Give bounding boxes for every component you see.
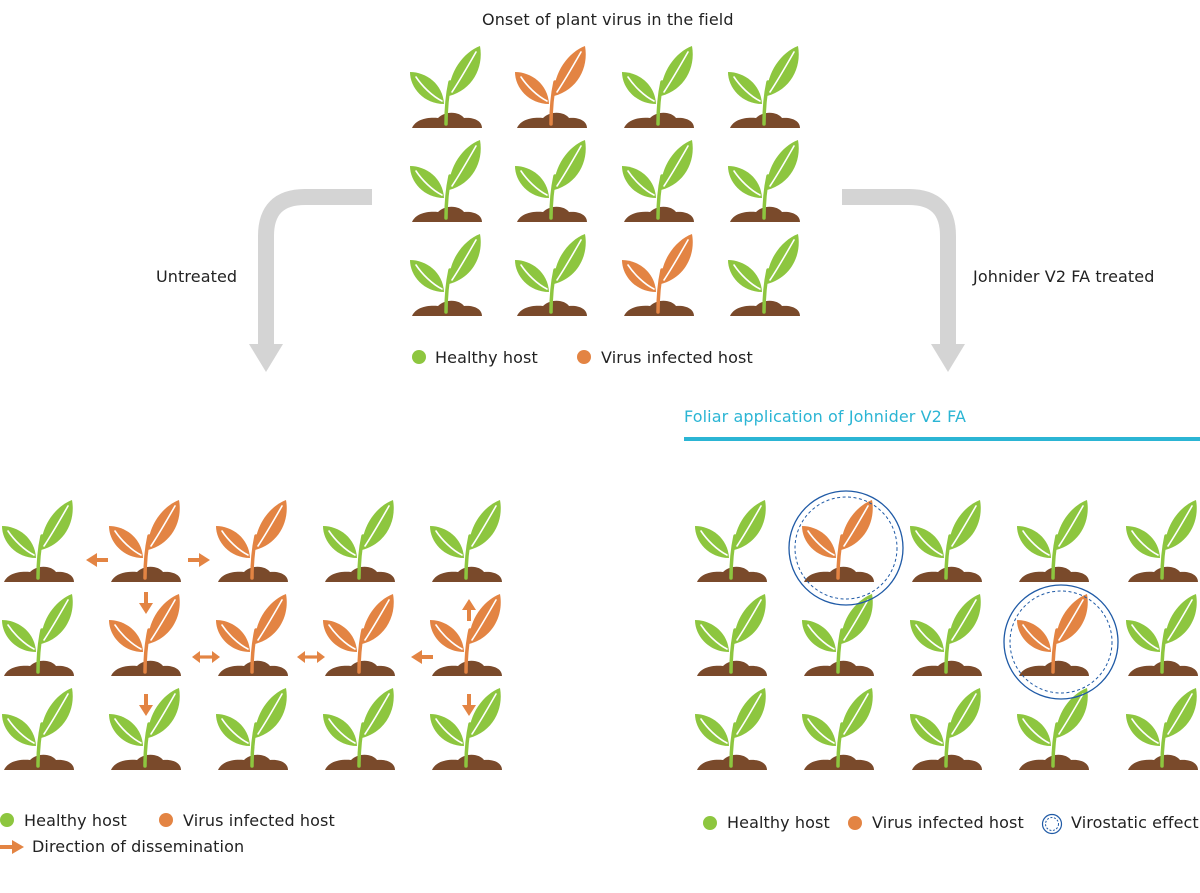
untreated-grid-plant-infected	[109, 500, 181, 582]
treated-branch-arrow	[842, 189, 965, 372]
untreated-grid-plant-infected	[430, 594, 502, 676]
healthy-legend-dot	[0, 813, 14, 827]
top-grid-plant-healthy	[410, 234, 482, 316]
healthy-legend-dot	[703, 816, 717, 830]
treated-grid-plant-healthy	[1126, 500, 1198, 582]
untreated-legend-healthy-label: Healthy host	[24, 811, 127, 830]
top-grid-plant-healthy	[410, 46, 482, 128]
top-grid-plant-healthy	[515, 234, 587, 316]
untreated-grid-plant-healthy	[323, 500, 395, 582]
top-grid-plant-healthy	[728, 234, 800, 316]
untreated-grid-plant-infected	[323, 594, 395, 676]
top-grid-plant-infected	[515, 46, 587, 128]
virostatic-ring-icon	[1041, 813, 1063, 835]
top-grid-plant-healthy	[622, 140, 694, 222]
treated-grid-plant-healthy	[1126, 594, 1198, 676]
top-grid-plant-healthy	[728, 140, 800, 222]
top-grid-plant-healthy	[622, 46, 694, 128]
untreated-grid-plant-healthy	[2, 500, 74, 582]
treated-grid-plant-healthy	[910, 500, 982, 582]
untreated-grid-plant-healthy	[2, 688, 74, 770]
top-grid-plant-infected	[622, 234, 694, 316]
untreated-grid-plant-healthy	[216, 688, 288, 770]
dissemination-arrow-bidirectional	[192, 651, 220, 663]
foliar-application-rule	[684, 437, 1200, 441]
top-grid-plant-healthy	[515, 140, 587, 222]
untreated-branch-arrow	[249, 189, 372, 372]
untreated-grid-plant-healthy	[323, 688, 395, 770]
treated-grid-plant-healthy	[910, 688, 982, 770]
treated-grid-plant-healthy	[1126, 688, 1198, 770]
treated-grid-plant-healthy	[695, 688, 767, 770]
treated-grid-plant-healthy	[695, 500, 767, 582]
untreated-grid-plant-infected	[216, 594, 288, 676]
dissemination-arrow	[139, 592, 153, 614]
treated-grid-plant-infected	[1017, 594, 1089, 676]
treated-grid-plant-healthy	[802, 594, 874, 676]
virostatic-ring	[788, 490, 904, 606]
infected-legend-dot	[577, 350, 591, 364]
untreated-grid-plant-infected	[109, 594, 181, 676]
untreated-grid-plant-healthy	[430, 688, 502, 770]
treated-branch-label: Johnider V2 FA treated	[973, 267, 1155, 286]
untreated-grid-plant-infected	[216, 500, 288, 582]
healthy-legend-dot	[412, 350, 426, 364]
treated-grid-plant-healthy	[1017, 688, 1089, 770]
treated-legend-infected-label: Virus infected host	[872, 813, 1024, 832]
treated-grid-plant-healthy	[802, 688, 874, 770]
untreated-grid-plant-healthy	[430, 500, 502, 582]
top-grid-plant-healthy	[728, 46, 800, 128]
dissemination-arrow	[462, 694, 476, 716]
untreated-legend-direction-label: Direction of dissemination	[32, 837, 245, 856]
dissemination-arrow-icon	[0, 840, 24, 854]
infected-legend-dot	[159, 813, 173, 827]
dissemination-arrow	[139, 694, 153, 716]
virostatic-ring	[1003, 584, 1119, 700]
dissemination-arrow	[188, 553, 210, 567]
foliar-application-heading: Foliar application of Johnider V2 FA	[684, 407, 967, 426]
dissemination-arrow	[462, 599, 476, 621]
dissemination-arrow	[411, 650, 433, 664]
untreated-grid-plant-healthy	[109, 688, 181, 770]
untreated-grid-plant-healthy	[2, 594, 74, 676]
treated-grid-plant-healthy	[910, 594, 982, 676]
treated-legend-virostatic-label: Virostatic effect	[1071, 813, 1199, 832]
top-legend-infected-label: Virus infected host	[601, 348, 753, 367]
treated-grid-plant-infected	[802, 500, 874, 582]
untreated-branch-label: Untreated	[156, 267, 238, 286]
diagram-title: Onset of plant virus in the field	[482, 10, 734, 29]
dissemination-arrow	[86, 553, 108, 567]
treated-grid-plant-healthy	[695, 594, 767, 676]
infected-legend-dot	[848, 816, 862, 830]
treated-legend-healthy-label: Healthy host	[727, 813, 830, 832]
top-grid-plant-healthy	[410, 140, 482, 222]
treated-grid-plant-healthy	[1017, 500, 1089, 582]
top-legend-healthy-label: Healthy host	[435, 348, 538, 367]
dissemination-arrow-bidirectional	[297, 651, 325, 663]
untreated-legend-infected-label: Virus infected host	[183, 811, 335, 830]
